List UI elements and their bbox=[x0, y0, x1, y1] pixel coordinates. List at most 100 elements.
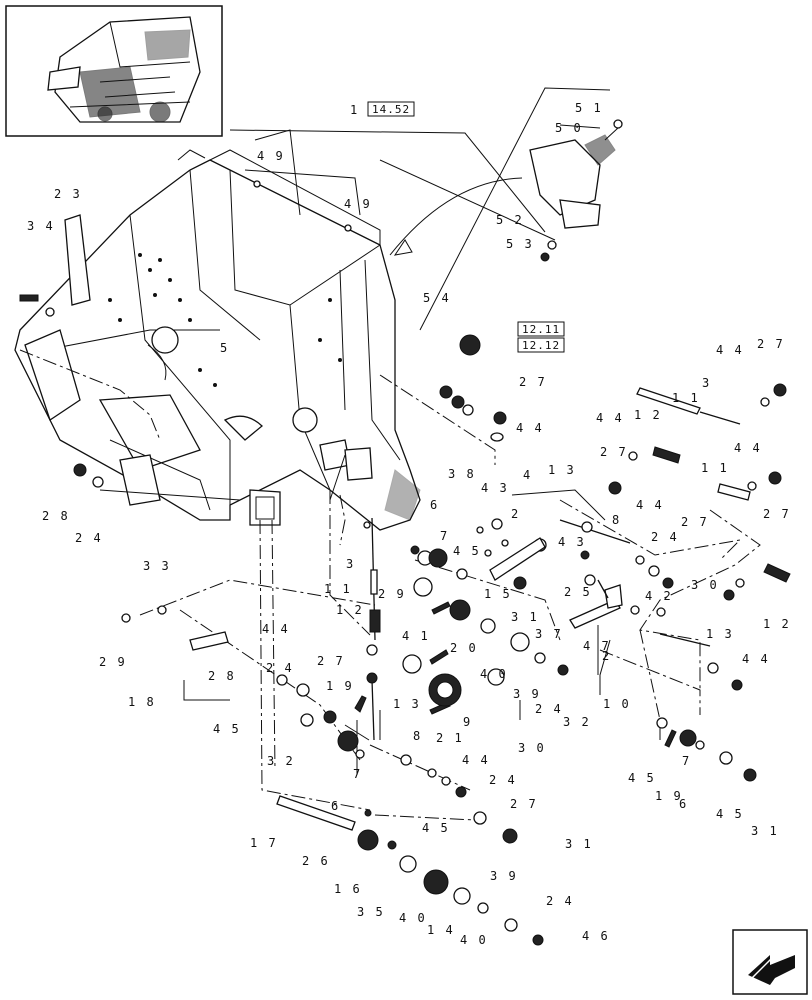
ref-box-14-52[interactable]: 14.52 bbox=[367, 101, 415, 117]
part-label: 6 bbox=[430, 498, 439, 512]
part-label: 1 2 bbox=[336, 603, 364, 617]
part-label: 4 bbox=[523, 468, 532, 482]
part-label: 4 5 bbox=[628, 771, 656, 785]
part-label: 4 9 bbox=[344, 197, 372, 211]
part-label: 1 0 bbox=[603, 697, 631, 711]
part-label: 2 4 bbox=[489, 773, 517, 787]
part-label: 2 4 bbox=[266, 661, 294, 675]
part-label: 3 1 bbox=[565, 837, 593, 851]
part-label: 5 bbox=[220, 341, 229, 355]
part-label: 1 1 bbox=[324, 582, 352, 596]
part-label: 4 4 bbox=[462, 753, 490, 767]
part-label: 4 2 bbox=[645, 589, 673, 603]
part-label: 2 1 bbox=[436, 731, 464, 745]
part-label: 2 7 bbox=[681, 515, 709, 529]
part-label: 1 3 bbox=[548, 463, 576, 477]
part-label: 4 4 bbox=[716, 343, 744, 357]
part-label: 4 3 bbox=[481, 481, 509, 495]
part-label: 2 5 bbox=[564, 585, 592, 599]
part-label: 3 2 bbox=[267, 754, 295, 768]
part-label: 5 0 bbox=[555, 121, 583, 135]
part-label: 3 9 bbox=[490, 869, 518, 883]
part-label: 1 1 bbox=[672, 391, 700, 405]
ref-box-12-11[interactable]: 12.11 bbox=[517, 321, 565, 337]
part-label: 3 0 bbox=[691, 578, 719, 592]
part-label: 4 0 bbox=[480, 667, 508, 681]
part-label: 1 2 bbox=[634, 408, 662, 422]
part-label: 4 6 bbox=[582, 929, 610, 943]
part-label: 2 7 bbox=[317, 654, 345, 668]
part-label: 4 4 bbox=[742, 652, 770, 666]
part-label: 3 bbox=[346, 557, 355, 571]
part-label: 4 4 bbox=[734, 441, 762, 455]
part-label: 2 7 bbox=[600, 445, 628, 459]
part-label: 2 7 bbox=[519, 375, 547, 389]
part-label: 7 bbox=[682, 754, 691, 768]
main-frame bbox=[14, 149, 421, 531]
part-label: 2 4 bbox=[546, 894, 574, 908]
part-label: 1 9 bbox=[655, 789, 683, 803]
part-label: 3 bbox=[702, 376, 711, 390]
part-label: 1 2 bbox=[763, 617, 791, 631]
ref-label: 12.11 bbox=[522, 323, 560, 336]
part-label: 4 9 bbox=[257, 149, 285, 163]
part-label: 4 4 bbox=[516, 421, 544, 435]
part-label: 2 3 bbox=[54, 187, 82, 201]
part-label: 1 6 bbox=[334, 882, 362, 896]
part-label: 1 3 bbox=[706, 627, 734, 641]
part-label: 3 4 bbox=[27, 219, 55, 233]
part-label: 5 3 bbox=[506, 237, 534, 251]
part-label: 4 5 bbox=[422, 821, 450, 835]
navigation-arrow-icon[interactable] bbox=[732, 929, 808, 995]
part-label: 1 5 bbox=[484, 587, 512, 601]
part-label: 4 5 bbox=[453, 544, 481, 558]
part-labels: 1 4 9 4 9 5 1 5 0 5 2 5 3 2 3 3 4 5 5 4 … bbox=[27, 101, 791, 947]
part-label: 6 bbox=[679, 797, 688, 811]
part-label: 9 bbox=[463, 715, 472, 729]
part-label: 2 7 bbox=[510, 797, 538, 811]
part-label: 1 7 bbox=[250, 836, 278, 850]
part-label: 8 bbox=[413, 729, 422, 743]
bracket-subassembly bbox=[389, 119, 623, 256]
part-label: 4 7 bbox=[583, 639, 611, 653]
part-label: 3 1 bbox=[511, 610, 539, 624]
part-label: 3 9 bbox=[513, 687, 541, 701]
part-label: 1 4 bbox=[427, 923, 455, 937]
part-label: 3 2 bbox=[563, 715, 591, 729]
levers bbox=[189, 537, 623, 651]
part-label: 2 4 bbox=[75, 531, 103, 545]
part-label: 4 0 bbox=[399, 911, 427, 925]
part-label: 3 7 bbox=[535, 627, 563, 641]
ref-label: 14.52 bbox=[372, 103, 410, 116]
part-label: 7 bbox=[440, 529, 449, 543]
part-label: 2 7 bbox=[757, 337, 785, 351]
part-label: 5 4 bbox=[423, 291, 451, 305]
part-label: 7 bbox=[353, 767, 362, 781]
part-label: 2 7 bbox=[763, 507, 791, 521]
part-label: 5 2 bbox=[496, 213, 524, 227]
part-label: 2 8 bbox=[208, 669, 236, 683]
part-label: 2 4 bbox=[535, 702, 563, 716]
part-label: 4 3 bbox=[558, 535, 586, 549]
part-label: 2 8 bbox=[42, 509, 70, 523]
part-label: 3 0 bbox=[518, 741, 546, 755]
hardware bbox=[19, 180, 787, 946]
part-label: 8 bbox=[612, 513, 621, 527]
part-label: 2 6 bbox=[302, 854, 330, 868]
part-label: 1 bbox=[350, 103, 359, 117]
part-label: 4 5 bbox=[213, 722, 241, 736]
part-label: 1 9 bbox=[326, 679, 354, 693]
part-label: 2 4 bbox=[651, 530, 679, 544]
ref-box-12-12[interactable]: 12.12 bbox=[517, 337, 565, 353]
part-label: 2 bbox=[602, 649, 611, 663]
part-label: 2 bbox=[511, 507, 520, 521]
ref-label: 12.12 bbox=[522, 339, 560, 352]
thumbnail-inset bbox=[5, 5, 223, 137]
part-label: 4 4 bbox=[262, 622, 290, 636]
part-label: 3 5 bbox=[357, 905, 385, 919]
part-label: 3 1 bbox=[751, 824, 779, 838]
part-label: 6 bbox=[331, 799, 340, 813]
part-label: 4 4 bbox=[596, 411, 624, 425]
part-label: 4 1 bbox=[402, 629, 430, 643]
